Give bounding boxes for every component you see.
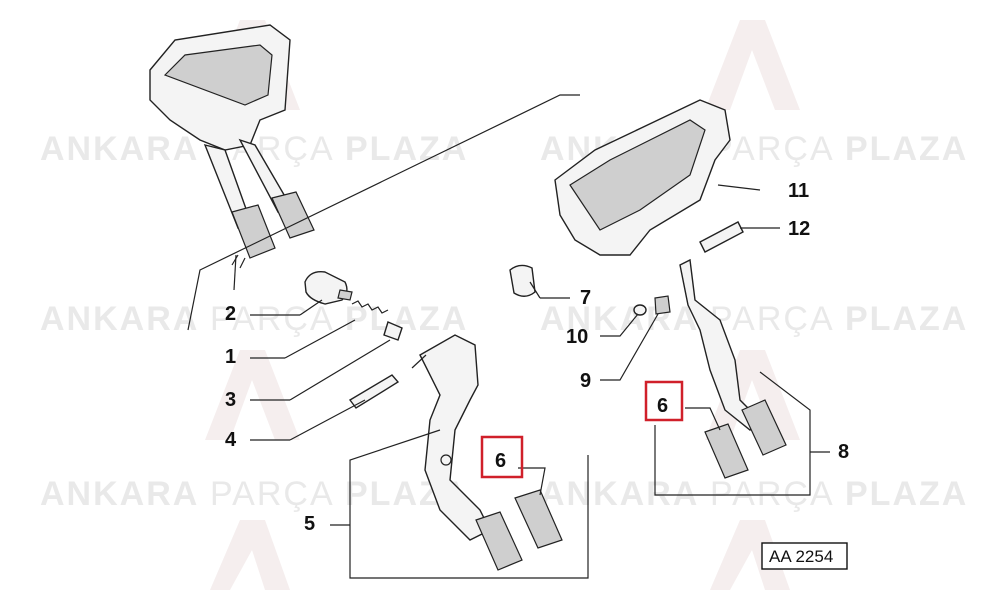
part-9-block (654, 295, 671, 315)
overview-pedal-assembly (149, 24, 315, 269)
callout-6-right: 6 (657, 395, 668, 417)
watermark-text-1: ANKARA (40, 475, 199, 513)
right-bracket-assembly (554, 99, 731, 256)
callout-9: 9 (580, 370, 591, 392)
callout-6-right-highlight (644, 380, 684, 422)
right-small-parts (509, 221, 744, 316)
part-12-pin (699, 221, 744, 253)
callout-8: 8 (838, 441, 849, 463)
watermark-logo (710, 520, 790, 590)
watermark-text-1: ANKARA (40, 130, 199, 168)
left-pedal-assembly (411, 334, 563, 571)
reference-code-box: AA 2254 (761, 542, 848, 570)
callout-leaders (250, 184, 830, 579)
part-4-rod (348, 374, 400, 409)
part-7-bushing (509, 264, 536, 297)
watermark-logo (705, 350, 800, 440)
callout-5: 5 (304, 513, 315, 535)
watermark-text-3: PLAZA (345, 130, 468, 168)
watermark-text-3: PLAZA (345, 300, 468, 338)
watermark-text-1: ANKARA (40, 300, 199, 338)
watermark-logo (205, 350, 300, 440)
callout-6-left: 6 (495, 450, 506, 472)
watermark-text: ANKARA PARÇA PLAZA ANKARA PARÇA PLAZA AN… (40, 130, 968, 513)
reference-code-frame (761, 542, 848, 570)
part-3-pin (383, 321, 403, 341)
left-small-parts (304, 271, 403, 409)
watermark-text-2: PARÇA (710, 130, 835, 168)
part-10-washer (633, 304, 647, 316)
callout-4: 4 (225, 429, 237, 451)
callout-12: 12 (788, 218, 810, 240)
watermark-text-2: PARÇA (210, 475, 335, 513)
callout-11: 11 (788, 180, 809, 202)
watermark-text-2: PARÇA (710, 300, 835, 338)
callout-7: 7 (580, 287, 591, 309)
watermark-text-3: PLAZA (845, 130, 968, 168)
watermark-logo (210, 520, 290, 590)
callout-1: 1 (225, 346, 236, 368)
watermark-text-3: PLAZA (845, 475, 968, 513)
watermark-logo (705, 20, 800, 110)
watermark-text-3: PLAZA (845, 300, 968, 338)
explode-leader-lines (187, 94, 580, 331)
callout-2: 2 (225, 303, 236, 325)
callout-labels: 2 1 3 4 5 6 6 7 8 9 10 11 12 (225, 180, 849, 535)
reference-code-label: AA 2254 (769, 547, 833, 566)
callout-3: 3 (225, 389, 236, 411)
callout-6-left-highlight (480, 435, 524, 479)
watermark-text-1: ANKARA (540, 475, 699, 513)
callout-10: 10 (566, 326, 588, 348)
right-pedal-assembly (679, 258, 787, 479)
watermark-text-2: PARÇA (710, 475, 835, 513)
part-1-spring (351, 300, 389, 314)
watermark-text-1: ANKARA (540, 300, 699, 338)
